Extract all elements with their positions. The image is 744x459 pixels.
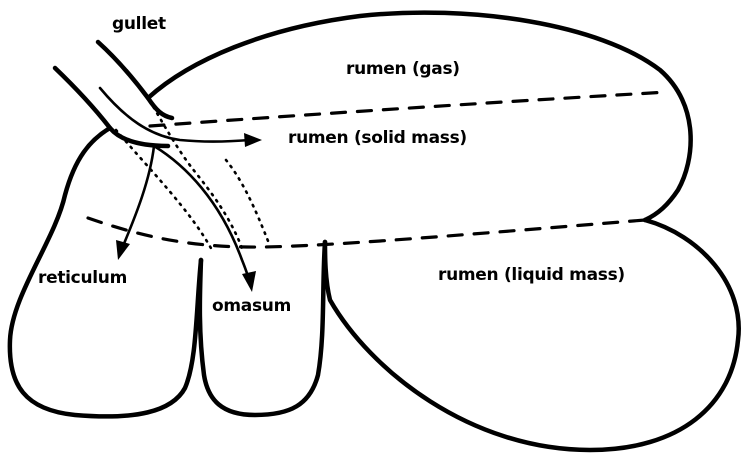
- arrowhead-reticulum: [116, 240, 130, 260]
- label-rumen-liquid: rumen (liquid mass): [438, 265, 625, 285]
- rumen-lower-outline: [322, 217, 741, 453]
- arrowhead-omasum: [242, 271, 256, 292]
- dotted-path-outer: [114, 128, 214, 252]
- dotted-path-inner: [144, 92, 244, 250]
- solid-liquid-boundary: [86, 216, 647, 249]
- omasum-outline: [197, 239, 328, 418]
- gullet-wall-lower: [52, 65, 171, 149]
- gullet-wall-upper: [95, 39, 175, 121]
- dotted-path-right: [224, 158, 272, 248]
- arrow-to-reticulum: [121, 144, 156, 248]
- label-reticulum: reticulum: [38, 268, 127, 288]
- reticulum-outline: [7, 125, 204, 419]
- arrow-to-rumen-solid: [98, 86, 252, 143]
- label-rumen-solid: rumen (solid mass): [288, 128, 467, 148]
- label-gullet: gullet: [112, 14, 166, 34]
- label-rumen-gas: rumen (gas): [346, 59, 460, 79]
- gas-solid-boundary: [148, 90, 670, 128]
- arrowhead-rumen-solid: [244, 133, 262, 147]
- label-omasum: omasum: [212, 296, 291, 316]
- rumen-upper-outline: [145, 10, 693, 223]
